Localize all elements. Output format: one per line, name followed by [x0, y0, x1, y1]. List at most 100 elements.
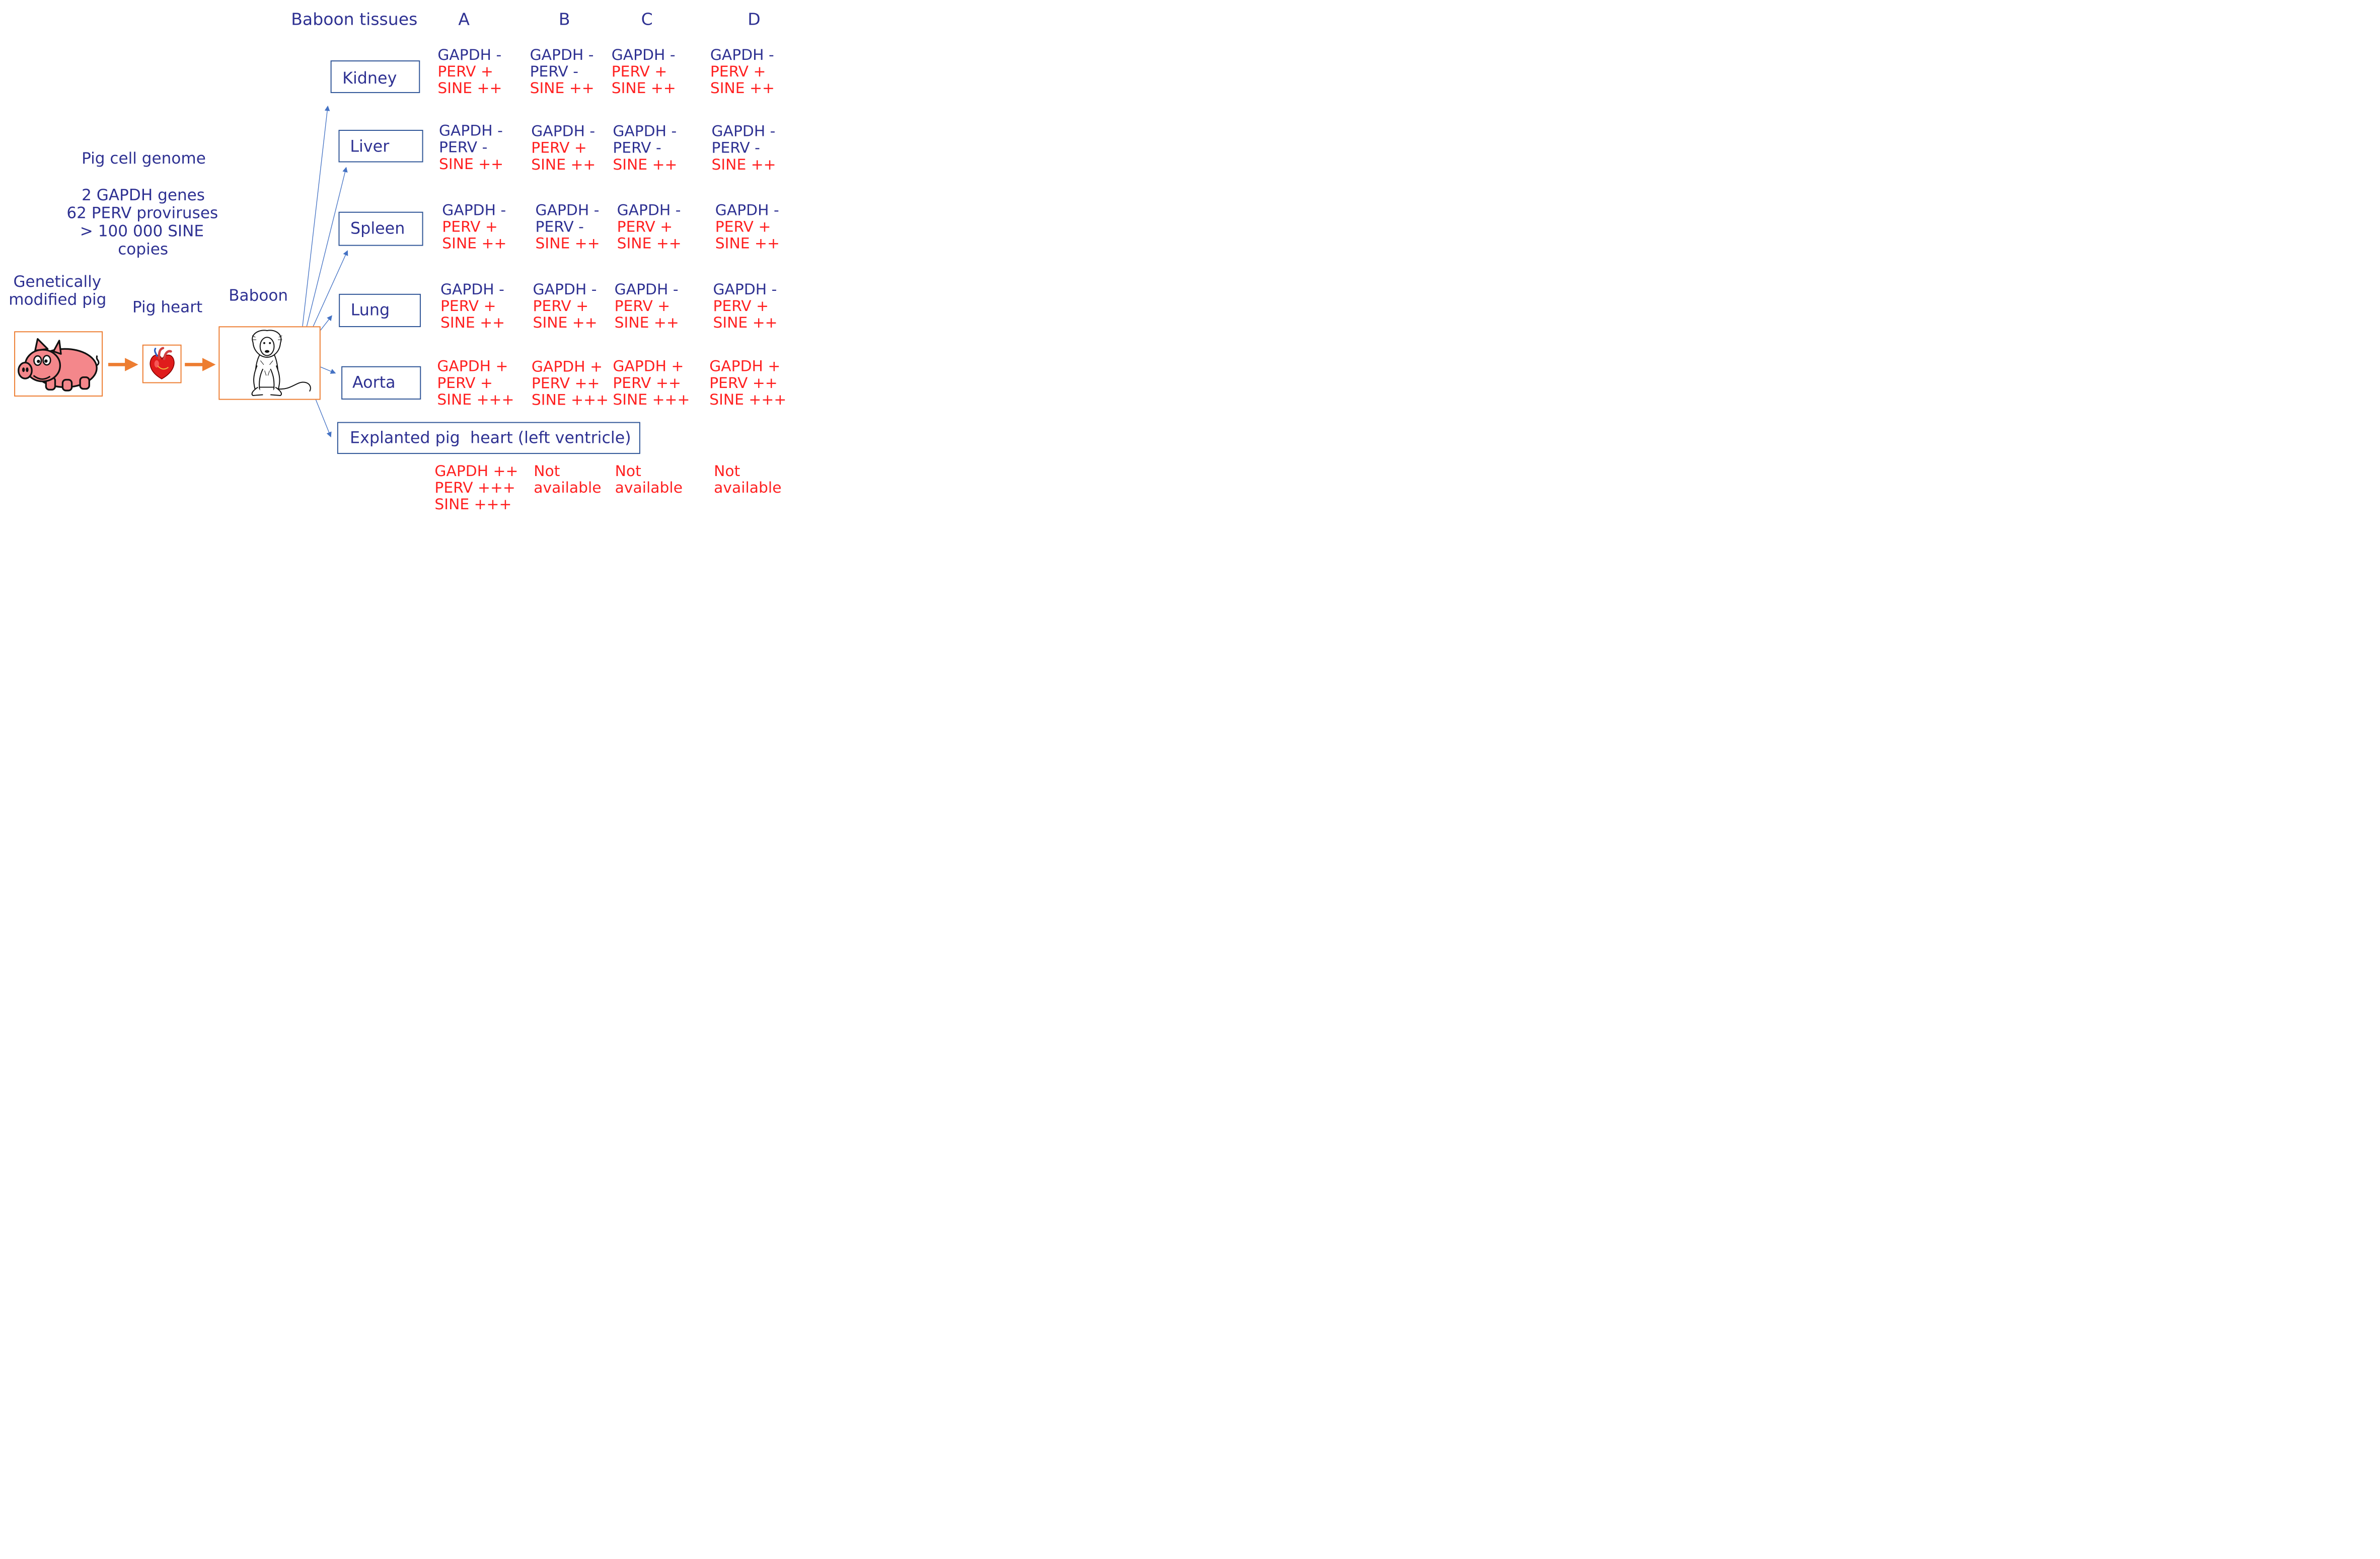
result-spleen-d: GAPDH -PERV +SINE ++ — [715, 202, 780, 252]
column-header-a: A — [458, 9, 470, 29]
baboon-image-box — [218, 326, 321, 400]
result-line: GAPDH - — [535, 201, 600, 219]
tissue-box-aorta: Aorta — [341, 366, 421, 400]
tissue-box-lung: Lung — [339, 293, 421, 328]
result-line: PERV +++ — [434, 479, 515, 497]
result-line: GAPDH - — [713, 280, 777, 298]
result-lung-c: GAPDH -PERV +SINE ++ — [615, 281, 679, 331]
result-kidney-a: GAPDH -PERV +SINE ++ — [437, 46, 502, 97]
result-line: PERV + — [715, 218, 771, 236]
result-line: GAPDH - — [437, 46, 502, 64]
result-line: PERV - — [438, 138, 488, 156]
result-line: SINE ++ — [611, 79, 676, 97]
result-line: SINE ++ — [710, 79, 775, 97]
result-spleen-c: GAPDH -PERV +SINE ++ — [617, 202, 682, 252]
result-line: SINE ++ — [713, 314, 778, 332]
result-line: SINE ++ — [715, 235, 780, 252]
result-line: GAPDH - — [710, 46, 774, 64]
result-line: PERV - — [530, 62, 579, 81]
result-line: PERV + — [611, 62, 667, 81]
result-line: SINE ++ — [617, 235, 682, 252]
result-line: SINE ++ — [711, 155, 776, 174]
heart-icon — [150, 347, 175, 379]
result-line: PERV - — [711, 139, 760, 157]
result-line: GAPDH - — [533, 280, 597, 298]
pig-image-box — [14, 331, 103, 397]
result-line: PERV + — [710, 62, 766, 81]
result-spleen-a: GAPDH -PERV +SINE ++ — [442, 202, 506, 252]
result-kidney-b: GAPDH -PERV -SINE ++ — [530, 46, 594, 97]
result-kidney-d: GAPDH -PERV +SINE ++ — [710, 46, 775, 97]
pig-icon — [18, 338, 100, 392]
result-line: GAPDH - — [440, 280, 504, 298]
result-line: Not — [615, 462, 641, 480]
result-line: available — [615, 479, 683, 497]
tissue-box-liver: Liver — [338, 130, 423, 163]
result-line: GAPDH - — [617, 201, 681, 219]
result-line: GAPDH + — [613, 357, 684, 375]
genome-line-gapdh: 2 GAPDH genes — [82, 186, 205, 204]
result-line: GAPDH ++ — [434, 462, 518, 480]
result-line: PERV - — [613, 139, 661, 157]
tissue-label-explanted-heart: Explanted pig heart (left ventricle) — [350, 428, 631, 447]
result-line: GAPDH - — [531, 122, 596, 140]
result-liver-c: GAPDH -PERV -SINE ++ — [613, 123, 677, 173]
genome-line-copies: copies — [118, 240, 169, 259]
result-liver-b: GAPDH -PERV +SINE ++ — [531, 123, 596, 173]
result-line: PERV + — [531, 139, 587, 157]
result-spleen-b: GAPDH -PERV -SINE ++ — [536, 202, 600, 252]
tissue-box-kidney: Kidney — [330, 60, 420, 93]
result-line: SINE +++ — [437, 391, 514, 409]
result-line: GAPDH - — [715, 201, 779, 219]
result-line: Not — [534, 462, 560, 480]
result-line: available — [714, 479, 782, 497]
result-lung-a: GAPDH -PERV +SINE ++ — [440, 281, 505, 331]
pig-label-line-1: Genetically — [13, 272, 102, 291]
result-line: PERV + — [614, 297, 671, 315]
result-line: SINE +++ — [531, 391, 609, 409]
result-line: PERV ++ — [531, 374, 600, 392]
result-line: PERV + — [533, 297, 589, 315]
genome-line-sine: > 100 000 SINE — [80, 222, 204, 241]
result-line: PERV + — [440, 297, 496, 315]
result-line: SINE +++ — [434, 495, 512, 513]
result-line: SINE ++ — [530, 79, 594, 97]
result-line: SINE ++ — [440, 314, 505, 332]
column-header-c: C — [641, 9, 653, 29]
result-line: GAPDH - — [613, 122, 677, 140]
result-aorta-d: GAPDH +PERV ++SINE +++ — [709, 358, 786, 408]
result-line: SINE ++ — [614, 314, 679, 332]
result-line: PERV + — [442, 218, 498, 236]
result-line: SINE ++ — [533, 314, 598, 332]
genome-title: Pig cell genome — [82, 149, 206, 168]
result-line: SINE ++ — [437, 79, 502, 97]
result-line: available — [534, 479, 602, 497]
tissue-box-spleen: Spleen — [338, 211, 423, 246]
baboon-label: Baboon — [229, 286, 288, 305]
result-aorta-c: GAPDH +PERV ++SINE +++ — [613, 358, 690, 408]
tissue-label-aorta: Aorta — [352, 372, 396, 392]
result-line: SINE +++ — [613, 391, 690, 409]
result-liver-d: GAPDH -PERV -SINE ++ — [712, 123, 776, 173]
tissue-label-spleen: Spleen — [350, 219, 405, 238]
result-line: SINE ++ — [438, 155, 504, 173]
result-line: GAPDH + — [437, 357, 508, 375]
result-kidney-c: GAPDH -PERV +SINE ++ — [611, 46, 676, 97]
result-line: PERV ++ — [613, 374, 681, 392]
baboon-tissues-title: Baboon tissues — [291, 9, 418, 29]
result-line: SINE +++ — [709, 391, 787, 409]
result-line: SINE ++ — [442, 235, 507, 252]
result-line: SINE ++ — [531, 155, 596, 174]
result-lung-b: GAPDH -PERV +SINE ++ — [533, 281, 598, 331]
result-line: PERV + — [437, 62, 493, 81]
result-line: GAPDH + — [531, 357, 603, 375]
result-line: GAPDH - — [614, 280, 679, 298]
result-line: GAPDH + — [709, 357, 781, 375]
result-aorta-b: GAPDH +PERV ++SINE +++ — [532, 358, 609, 408]
result-lung-d: GAPDH -PERV +SINE ++ — [713, 281, 777, 331]
result-line: PERV ++ — [709, 374, 778, 392]
result-line: PERV + — [617, 218, 673, 236]
result-aorta-a: GAPDH +PERV +SINE +++ — [437, 358, 514, 408]
